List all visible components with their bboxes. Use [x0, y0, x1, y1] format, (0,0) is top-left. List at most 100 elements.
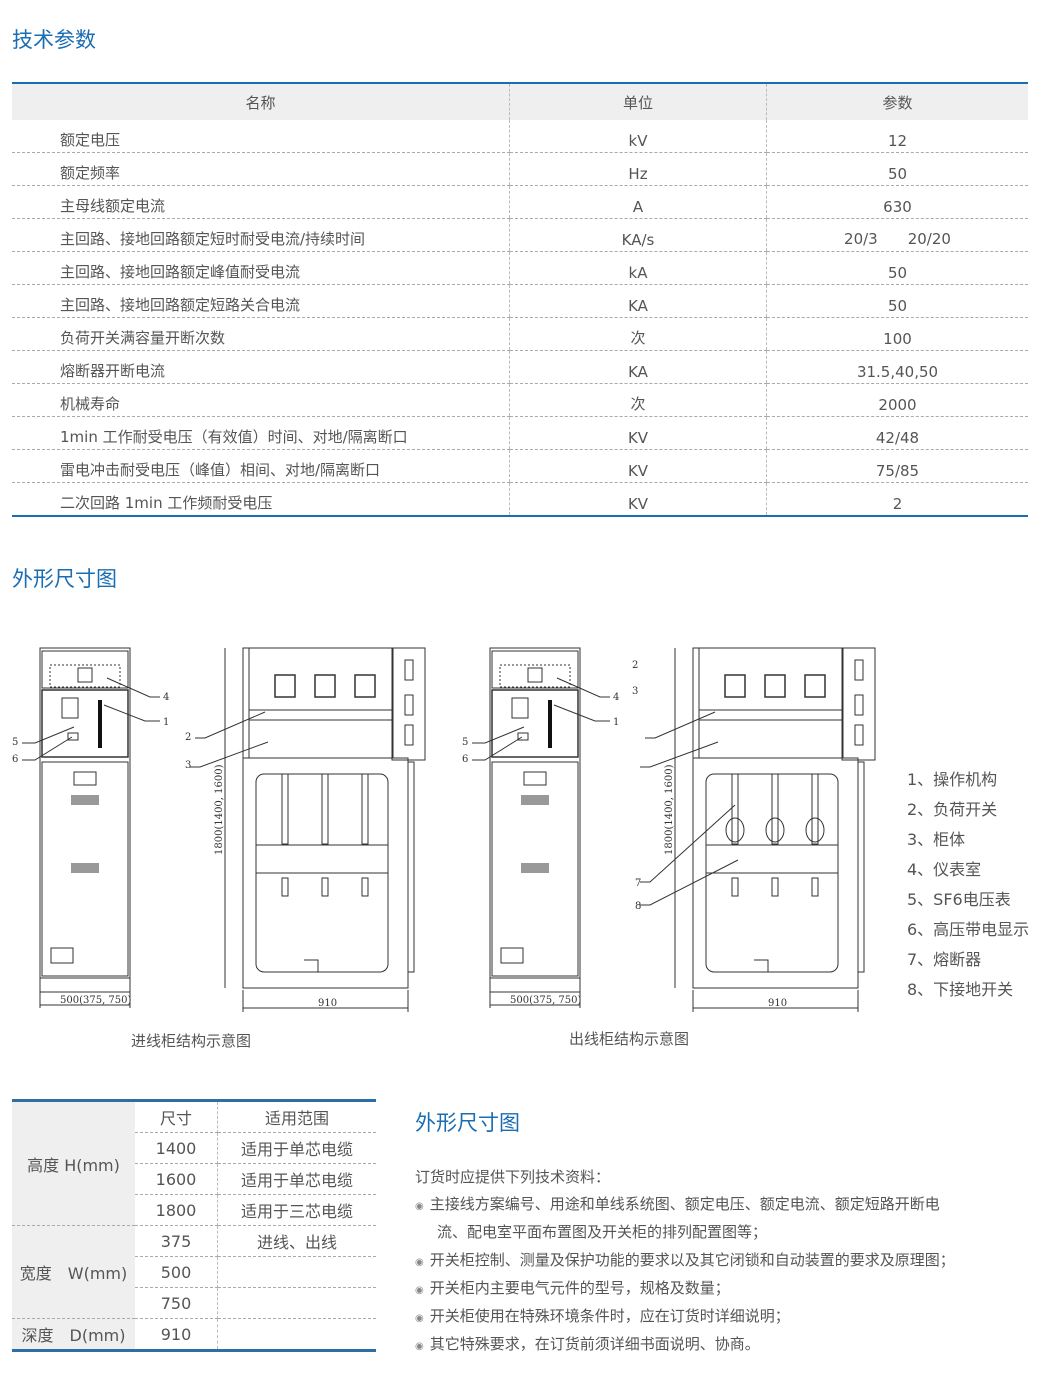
param-unit: KA	[509, 284, 767, 318]
size-cell: 500	[135, 1256, 218, 1288]
door-window	[73, 771, 97, 786]
param-unit: KA	[509, 350, 767, 384]
order-item: ◉开关柜控制、测量及保护功能的要求以及其它闭锁和自动装置的要求及原理图；	[415, 1249, 955, 1270]
vent-grille	[521, 795, 549, 805]
live-indicator	[67, 732, 79, 741]
busbar	[771, 877, 779, 897]
fuse	[725, 817, 745, 843]
height-dimension-label: 1800(1400, 1600)	[664, 764, 675, 855]
header-value: 参数	[766, 83, 1028, 120]
busbar	[731, 877, 739, 897]
drawing-line	[854, 694, 864, 716]
size-cell: 1600	[135, 1163, 218, 1195]
upper-compartment	[242, 647, 394, 759]
drawing-line	[854, 724, 864, 746]
param-value: 31.5,40,50	[766, 350, 1028, 384]
bushing	[354, 674, 376, 698]
drawing-line	[22, 726, 75, 744]
legend-item: 1、操作机构	[907, 770, 998, 789]
lower-door	[41, 761, 129, 977]
width-label: 宽度 W(mm)	[12, 1225, 135, 1319]
param-value: 20/3 20/20	[766, 218, 1028, 252]
param-unit: KA/s	[509, 218, 767, 252]
order-item: ◉其它特殊要求，在订货前须详细书面说明、协商。	[415, 1333, 760, 1354]
param-name: 主回路、接地回路额定短时耐受电流/持续时间	[12, 218, 510, 252]
param-name: 额定电压	[12, 120, 510, 153]
nameplate	[500, 947, 524, 964]
param-unit: kV	[509, 120, 767, 153]
order-item: ◉主接线方案编号、用途和单线系统图、额定电压、额定电流、额定短路开断电	[415, 1193, 940, 1214]
param-value: 2	[766, 482, 1028, 516]
callout-number: 2	[632, 660, 638, 671]
instrument-panel	[499, 664, 571, 688]
table-header-row: 名称 单位 参数	[12, 83, 1028, 120]
param-name: 主回路、接地回路额定短路关合电流	[12, 284, 510, 318]
param-value: 75/85	[766, 449, 1028, 483]
drawing-line	[242, 647, 250, 759]
bushing	[274, 674, 296, 698]
legend-item: 3、柜体	[907, 830, 966, 849]
param-value: 50	[766, 284, 1028, 318]
busbar	[771, 773, 779, 845]
legend-item: 7、熔断器	[907, 950, 982, 969]
support-plate	[705, 844, 839, 874]
bushing	[764, 674, 786, 698]
fuse	[765, 817, 785, 843]
callout-number: 3	[185, 760, 191, 771]
callout-number: 5	[462, 737, 468, 748]
scope-cell	[217, 1256, 376, 1288]
lower-door	[491, 761, 579, 977]
drawing-line	[556, 677, 610, 698]
scope-cell	[217, 1287, 376, 1319]
order-item-text: 其它特殊要求，在订货前须详细书面说明、协商。	[429, 1335, 760, 1353]
param-unit: Hz	[509, 152, 767, 186]
callout-number: 6	[12, 754, 18, 765]
bullet-icon: ◉	[415, 1201, 424, 1212]
legend-item: 2、负荷开关	[907, 800, 998, 819]
section-title-dimensions: 外形尺寸图	[12, 567, 117, 591]
meter	[527, 667, 543, 683]
width-dimension-label: 500(375, 750)	[60, 995, 132, 1006]
front-cabinet-outline	[39, 647, 131, 993]
callout-number: 7	[635, 878, 641, 889]
drawing-line	[754, 959, 769, 972]
scope-cell: 适用于三芯电缆	[217, 1194, 376, 1226]
drawing-line	[22, 736, 73, 761]
order-intro: 订货时应提供下列技术资料：	[415, 1168, 611, 1186]
drawing-line	[640, 859, 739, 906]
busbar	[361, 877, 369, 897]
param-name: 熔断器开断电流	[12, 350, 510, 384]
drawing-line	[854, 659, 864, 681]
operating-panel	[491, 689, 579, 758]
drawing-line	[195, 711, 266, 739]
instrument-room	[41, 650, 129, 689]
busbar	[361, 773, 369, 845]
bushing	[314, 674, 336, 698]
param-value: 50	[766, 152, 1028, 186]
param-unit: 次	[509, 317, 767, 351]
param-value: 630	[766, 185, 1028, 219]
busbar	[321, 877, 329, 897]
door-window	[523, 771, 547, 786]
drawing-line	[472, 726, 525, 744]
callout-number: 1	[163, 717, 169, 728]
param-name: 主回路、接地回路额定峰值耐受电流	[12, 251, 510, 285]
depth-dimension-label: 910	[768, 998, 787, 1009]
callout-number: 6	[462, 754, 468, 765]
param-value: 12	[766, 120, 1028, 153]
header-size: 尺寸	[135, 1100, 218, 1133]
drawing-line	[404, 724, 414, 746]
support-plate	[255, 844, 389, 874]
outgoing-caption: 出线柜结构示意图	[569, 1030, 690, 1048]
depth-label: 深度 D(mm)	[12, 1318, 135, 1351]
drawing-line	[857, 761, 865, 973]
callout-number: 8	[635, 901, 641, 912]
busbar	[281, 773, 289, 845]
param-name: 雷电冲击耐受电压（峰值）相间、对地/隔离断口	[12, 449, 510, 483]
